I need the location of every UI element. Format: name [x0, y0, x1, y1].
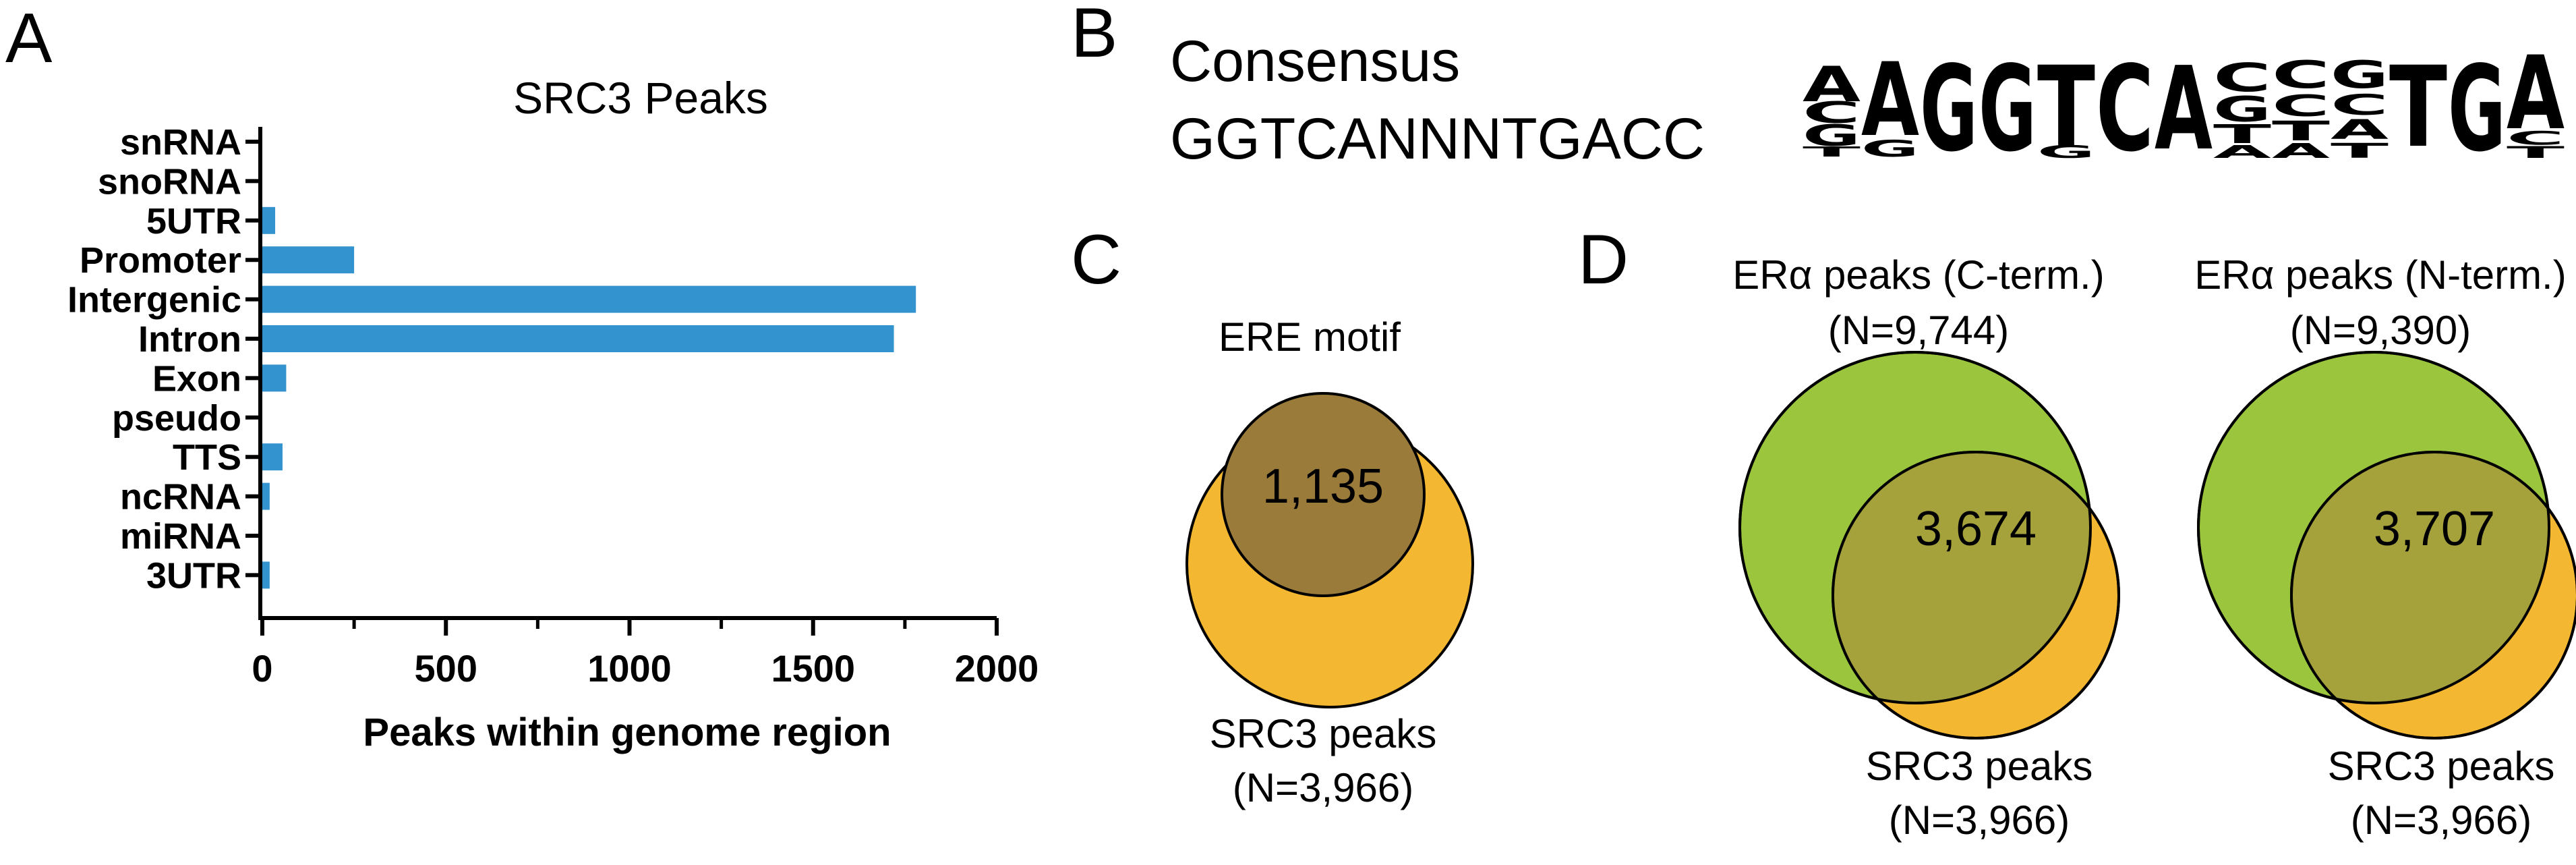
- panel-letter-b: B: [1071, 0, 1117, 72]
- bar-series: [262, 206, 916, 589]
- chart-title: SRC3 Peaks: [513, 73, 768, 123]
- logo-letter: A: [1861, 42, 1919, 159]
- bar-tts: [262, 443, 283, 471]
- consensus-sequence: GGTCANNNTGACC: [1170, 107, 1705, 171]
- x-axis-title: Peaks within genome region: [363, 710, 891, 754]
- logo-letter: C: [2096, 41, 2154, 178]
- venn-d1-label-top-2: (N=9,744): [1828, 308, 2009, 353]
- venn-c-inner-circle: [1221, 392, 1426, 597]
- motif-panel: Consensus GGTCANNNTGACC A C G T A G G G …: [1170, 29, 2567, 178]
- logo-letter: A: [2213, 142, 2271, 163]
- x-tick-label: 1000: [587, 647, 672, 690]
- category-label: TTS: [173, 437, 241, 478]
- venn-d2-label-bottom-1: SRC3 peaks: [2328, 744, 2555, 789]
- logo-letter: G: [2213, 90, 2271, 130]
- category-label: Promoter: [80, 240, 241, 281]
- category-label: snRNA: [120, 122, 241, 163]
- venn-d1-label-top-1: ERα peaks (C-term.): [1732, 252, 2104, 298]
- logo-letter: C: [1803, 96, 1861, 130]
- venn-c-label-bottom-2: (N=3,966): [1233, 765, 1413, 810]
- category-label: miRNA: [120, 516, 241, 557]
- bar-exon: [262, 364, 287, 392]
- logo-letter: G: [1861, 136, 1919, 163]
- category-labels: snRNAsnoRNA5UTRPromoterIntergenicIntronE…: [67, 122, 260, 596]
- venn-d1: ERα peaks (C-term.) (N=9,744) 3,674 SRC3…: [1732, 252, 2120, 843]
- logo-letter: C: [2331, 88, 2389, 121]
- category-label: 5UTR: [146, 201, 241, 242]
- logo-letter: C: [2213, 55, 2271, 101]
- logo-letter: A: [1803, 56, 1861, 113]
- category-label: Intron: [138, 319, 241, 360]
- logo-letter: G: [2037, 142, 2095, 163]
- venn-c-label-bottom-1: SRC3 peaks: [1210, 711, 1437, 756]
- x-tick-label: 1500: [771, 647, 855, 690]
- logo-letter: T: [2507, 143, 2567, 162]
- venn-d2-overlap-count: 3,707: [2374, 502, 2495, 556]
- x-tick-label: 2000: [955, 647, 1039, 690]
- logo-letter: C: [2272, 89, 2330, 123]
- category-label: ncRNA: [120, 477, 241, 518]
- panel-letter-c: C: [1071, 221, 1121, 299]
- logo-letter: G: [1803, 119, 1861, 153]
- category-label: 3UTR: [146, 555, 241, 596]
- logo-letter: G: [1920, 41, 1978, 178]
- bar-promoter: [262, 246, 355, 274]
- logo-letter: T: [2272, 116, 2331, 147]
- logo-letter: T: [2331, 140, 2390, 163]
- logo-letter: A: [2272, 140, 2332, 163]
- logo-letter: A: [2155, 43, 2213, 176]
- logo-letter: T: [2037, 43, 2095, 172]
- category-label: snoRNA: [98, 161, 241, 202]
- venn-d2: ERα peaks (N-term.) (N=9,390) 3,707 SRC3…: [2194, 252, 2576, 843]
- logo-letter: T: [2213, 119, 2271, 149]
- venn-d2-label-top-1: ERα peaks (N-term.): [2194, 252, 2566, 298]
- logo-letter: A: [2331, 115, 2389, 146]
- sequence-logo: A C G T A G G G T G C A C G T A C C: [1803, 35, 2567, 178]
- venn-c: ERE motif 1,135 SRC3 peaks (N=3,966): [1185, 314, 1474, 810]
- logo-letter: G: [1979, 41, 2037, 178]
- bar-chart: SRC3 Peaks snRNAsnoRNA5UTRPromoterInterg…: [67, 73, 1038, 754]
- venn-c-overlap-count: 1,135: [1262, 459, 1384, 513]
- bar-ncrna: [262, 482, 270, 510]
- bar-intron: [262, 325, 894, 352]
- consensus-heading: Consensus: [1170, 29, 1460, 94]
- logo-letter: C: [2507, 127, 2565, 149]
- category-label: pseudo: [112, 398, 241, 439]
- bar-5utr: [262, 206, 276, 234]
- x-tick-label: 0: [252, 647, 272, 690]
- logo-letter: G: [2448, 41, 2506, 178]
- logo-letter: T: [1803, 144, 1862, 160]
- category-label: Intergenic: [67, 280, 241, 320]
- x-tick-label: 500: [415, 647, 477, 690]
- venn-d1-label-bottom-2: (N=3,966): [1889, 798, 2070, 843]
- category-label: Exon: [152, 358, 241, 399]
- venn-c-label-top: ERE motif: [1219, 314, 1401, 360]
- bar-intergenic: [262, 285, 916, 313]
- venn-d2-label-bottom-2: (N=3,966): [2351, 798, 2531, 843]
- logo-letter: A: [2507, 35, 2565, 152]
- x-axis-ticks: 0 500 1000 1500 2000: [252, 618, 1038, 690]
- venn-d1-overlap-count: 3,674: [1915, 502, 2037, 556]
- venn-d2-label-top-2: (N=9,390): [2290, 308, 2471, 353]
- bar-3utr: [262, 561, 270, 589]
- venn-d1-label-bottom-1: SRC3 peaks: [1866, 744, 2093, 789]
- logo-letter: G: [2331, 53, 2389, 97]
- panel-letter-a: A: [5, 0, 53, 78]
- logo-letter: T: [2389, 43, 2447, 172]
- panel-letter-d: D: [1578, 221, 1629, 299]
- logo-letter: C: [2272, 53, 2330, 97]
